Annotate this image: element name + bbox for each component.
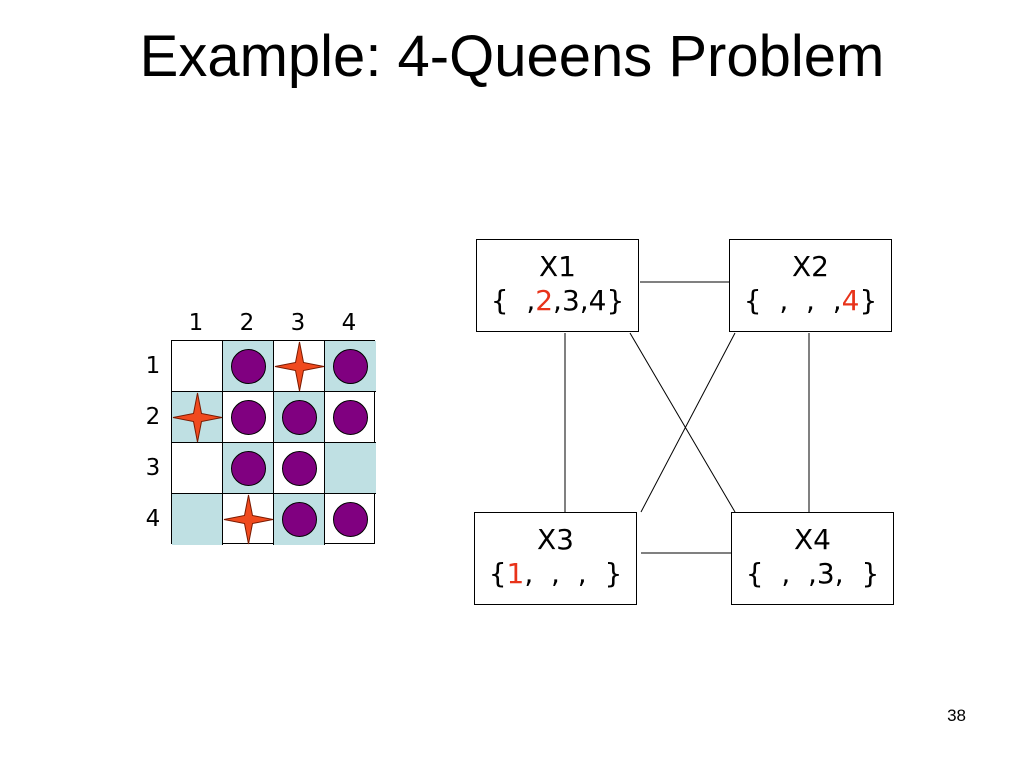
node-x2: X2 { , , ,4} — [729, 239, 892, 332]
domain-text: , , , } — [524, 557, 623, 590]
node-x4-domain: { , ,3, } — [732, 557, 893, 591]
row-label-4: 4 — [145, 506, 161, 532]
column-label-4: 4 — [341, 310, 357, 336]
chess-board — [171, 340, 376, 545]
board-cell-r1-c4 — [325, 341, 376, 392]
board-cell-r1-c1 — [172, 341, 223, 392]
board-cell-r3-c4 — [325, 443, 376, 494]
board-cell-r4-c2 — [223, 494, 274, 545]
edge-x1-x4 — [629, 332, 736, 513]
board-cell-r1-c3 — [274, 341, 325, 392]
node-x3: X3 {1, , , } — [474, 512, 637, 605]
domain-text: { — [488, 557, 507, 590]
eliminated-marker-icon — [333, 349, 368, 384]
node-x1-name: X1 — [539, 250, 576, 283]
board-cell-r4-c3 — [274, 494, 325, 545]
board-cell-r4-c4 — [325, 494, 376, 545]
domain-text: ,3,4} — [553, 284, 625, 317]
column-label-2: 2 — [239, 310, 255, 336]
row-label-1: 1 — [145, 353, 161, 379]
board-cell-r1-c2 — [223, 341, 274, 392]
eliminated-marker-icon — [231, 451, 266, 486]
queen-star-icon — [172, 392, 223, 443]
domain-text: { , — [490, 284, 536, 317]
eliminated-marker-icon — [333, 502, 368, 537]
eliminated-marker-icon — [333, 400, 368, 435]
board-cell-r2-c3 — [274, 392, 325, 443]
page-number: 38 — [947, 706, 966, 725]
domain-assigned-value: 2 — [535, 284, 554, 317]
node-x4-name: X4 — [794, 523, 831, 556]
node-x4: X4 { , ,3, } — [731, 512, 894, 605]
node-x3-name: X3 — [537, 523, 574, 556]
board-cell-r3-c1 — [172, 443, 223, 494]
edge-x2-x3 — [640, 332, 736, 513]
node-x2-domain: { , , ,4} — [730, 284, 891, 318]
queen-star-icon — [274, 341, 325, 392]
domain-text: { , ,3, } — [745, 557, 880, 590]
board-cell-r3-c2 — [223, 443, 274, 494]
node-x3-domain: {1, , , } — [475, 557, 636, 591]
domain-text: } — [859, 284, 878, 317]
board-cell-r2-c1 — [172, 392, 223, 443]
board-cell-r4-c1 — [172, 494, 223, 545]
board-cell-r2-c4 — [325, 392, 376, 443]
slide-title: Example: 4-Queens Problem — [139, 24, 885, 89]
domain-text: { , , , — [743, 284, 842, 317]
row-label-3: 3 — [145, 455, 161, 481]
board-cell-r2-c2 — [223, 392, 274, 443]
node-x1-domain: { ,2,3,4} — [477, 284, 638, 318]
node-x2-name: X2 — [792, 250, 829, 283]
eliminated-marker-icon — [282, 400, 317, 435]
column-label-1: 1 — [188, 310, 204, 336]
board-cell-r3-c3 — [274, 443, 325, 494]
eliminated-marker-icon — [231, 349, 266, 384]
eliminated-marker-icon — [282, 502, 317, 537]
column-label-3: 3 — [290, 310, 306, 336]
eliminated-marker-icon — [231, 400, 266, 435]
domain-assigned-value: 1 — [506, 557, 525, 590]
eliminated-marker-icon — [282, 451, 317, 486]
node-x1: X1 { ,2,3,4} — [476, 239, 639, 332]
row-label-2: 2 — [145, 404, 161, 430]
domain-assigned-value: 4 — [841, 284, 860, 317]
queen-star-icon — [223, 494, 274, 545]
